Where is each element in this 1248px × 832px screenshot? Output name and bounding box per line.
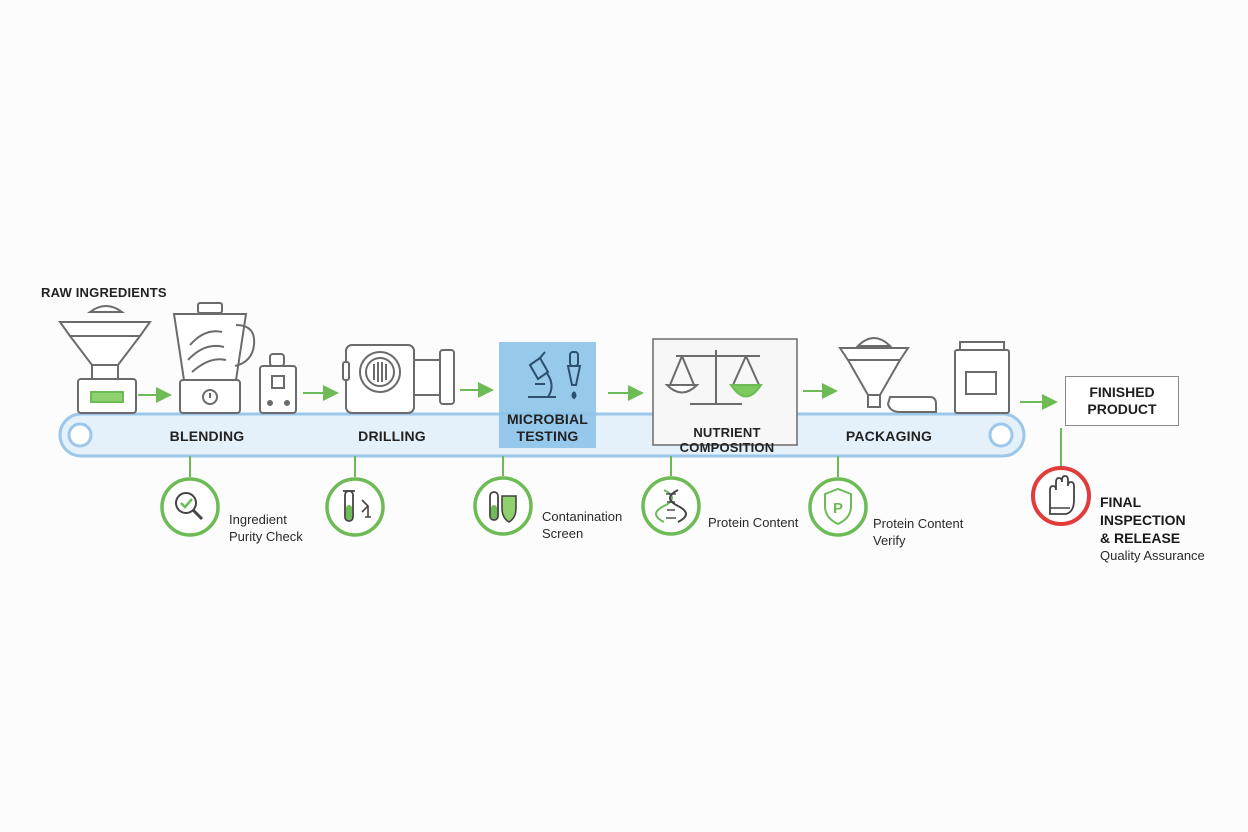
contamination-screen-label: Contanination Screen: [542, 508, 622, 542]
hopper-machine-icon: [58, 305, 152, 414]
drilling-label: DRILLING: [358, 428, 426, 444]
shield-p-icon: P: [808, 477, 868, 537]
magnifier-check-icon: [160, 477, 220, 537]
drilling-machine-icon: [342, 344, 455, 414]
dropper-icon: [566, 351, 582, 400]
svg-text:P: P: [833, 500, 843, 517]
finished-product-line-2: PRODUCT: [1087, 401, 1157, 417]
balance-scale-icon: [664, 350, 763, 405]
microbial-testing-line-2: TESTING: [516, 428, 579, 444]
protein-verify-line-2: Verify: [873, 533, 906, 548]
microbial-testing-line-1: MICROBIAL: [506, 411, 589, 427]
flow-arrows: [138, 382, 1058, 410]
finished-product-box: FINISHED PRODUCT: [1065, 376, 1179, 426]
microbial-testing-label: MICROBIAL TESTING: [499, 411, 596, 445]
extruder-icon: [259, 353, 297, 414]
contamination-line-2: Screen: [542, 526, 584, 541]
checkpoint-connectors: [189, 428, 1062, 477]
finished-product-line-1: FINISHED: [1089, 384, 1155, 400]
microscope-icon: [528, 351, 556, 398]
package-bag-icon: [954, 341, 1010, 414]
protein-verify-label: Protein Content Verify: [873, 515, 963, 549]
purity-check-label: Ingredient Purity Check: [229, 511, 303, 545]
blending-label: BLENDING: [169, 428, 245, 444]
blender-icon: [172, 302, 256, 414]
glove-hand-icon: [1031, 466, 1091, 526]
dna-icon: [641, 476, 701, 536]
protein-verify-line-1: Protein Content: [873, 516, 964, 531]
funnel-icon: [838, 337, 910, 408]
contamination-line-1: Contanination: [542, 509, 623, 524]
purity-check-line-2: Purity Check: [229, 529, 303, 544]
packaging-label: PACKAGING: [845, 428, 933, 444]
final-title-line-1: FINAL: [1100, 494, 1142, 510]
protein-content-label: Protein Content: [708, 514, 798, 531]
quality-assurance-label: Quality Assurance: [1100, 548, 1205, 563]
final-inspection-label: FINAL INSPECTION & RELEASE Quality Assur…: [1100, 493, 1205, 565]
final-title-line-2: INSPECTION: [1100, 512, 1186, 528]
scoop-icon: [886, 396, 937, 413]
shield-tube-icon: [473, 476, 533, 536]
microbial-testing-highlight: [499, 342, 596, 448]
purity-check-line-1: Ingredient: [229, 512, 287, 527]
nutrient-composition-label: NUTRIENT COMPOSITION: [679, 425, 775, 455]
protein-content-line-1: Protein Content: [708, 515, 799, 530]
test-tube-icon: [325, 477, 385, 537]
raw-ingredients-label: RAW INGREDIENTS: [41, 285, 167, 300]
final-title-line-3: & RELEASE: [1100, 530, 1181, 546]
